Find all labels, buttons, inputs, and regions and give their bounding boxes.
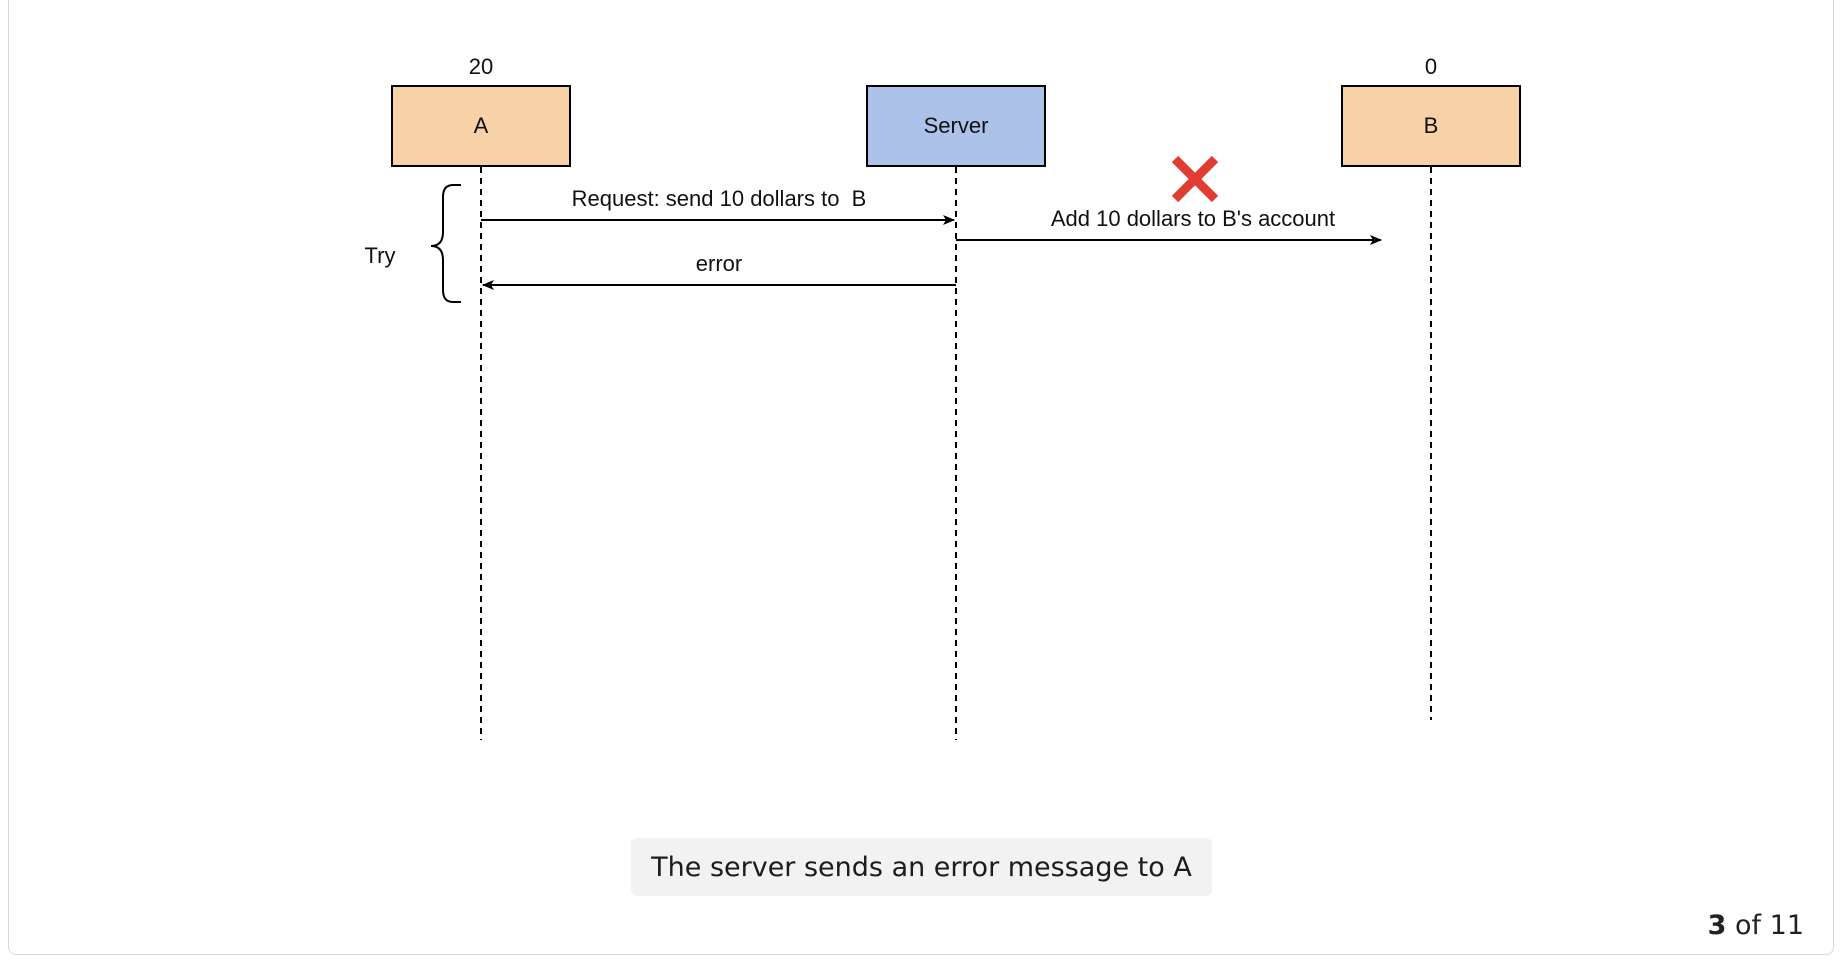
participant-a-balance: 20 bbox=[469, 54, 493, 79]
participant-b-label: B bbox=[1424, 113, 1439, 138]
participant-b-balance: 0 bbox=[1425, 54, 1437, 79]
try-label: Try bbox=[365, 243, 396, 268]
message-error-label: error bbox=[696, 251, 742, 276]
step-caption: The server sends an error message to A bbox=[631, 838, 1212, 896]
slide-pager: 3 of 11 bbox=[1708, 910, 1804, 941]
failure-x-icon bbox=[1171, 155, 1219, 203]
pager-separator: of bbox=[1735, 910, 1762, 941]
pager-current: 3 bbox=[1707, 910, 1727, 941]
participant-server-box bbox=[866, 85, 1046, 167]
participant-server-label: Server bbox=[924, 113, 989, 138]
message-request-label: Request: send 10 dollars to B bbox=[572, 186, 867, 211]
try-bracket bbox=[430, 184, 461, 303]
participant-a-box bbox=[391, 85, 571, 167]
participant-b-box bbox=[1341, 85, 1521, 167]
message-add-funds-label: Add 10 dollars to B's account bbox=[1051, 206, 1335, 231]
participant-a-label: A bbox=[474, 113, 489, 138]
pager-total: 11 bbox=[1769, 910, 1804, 941]
